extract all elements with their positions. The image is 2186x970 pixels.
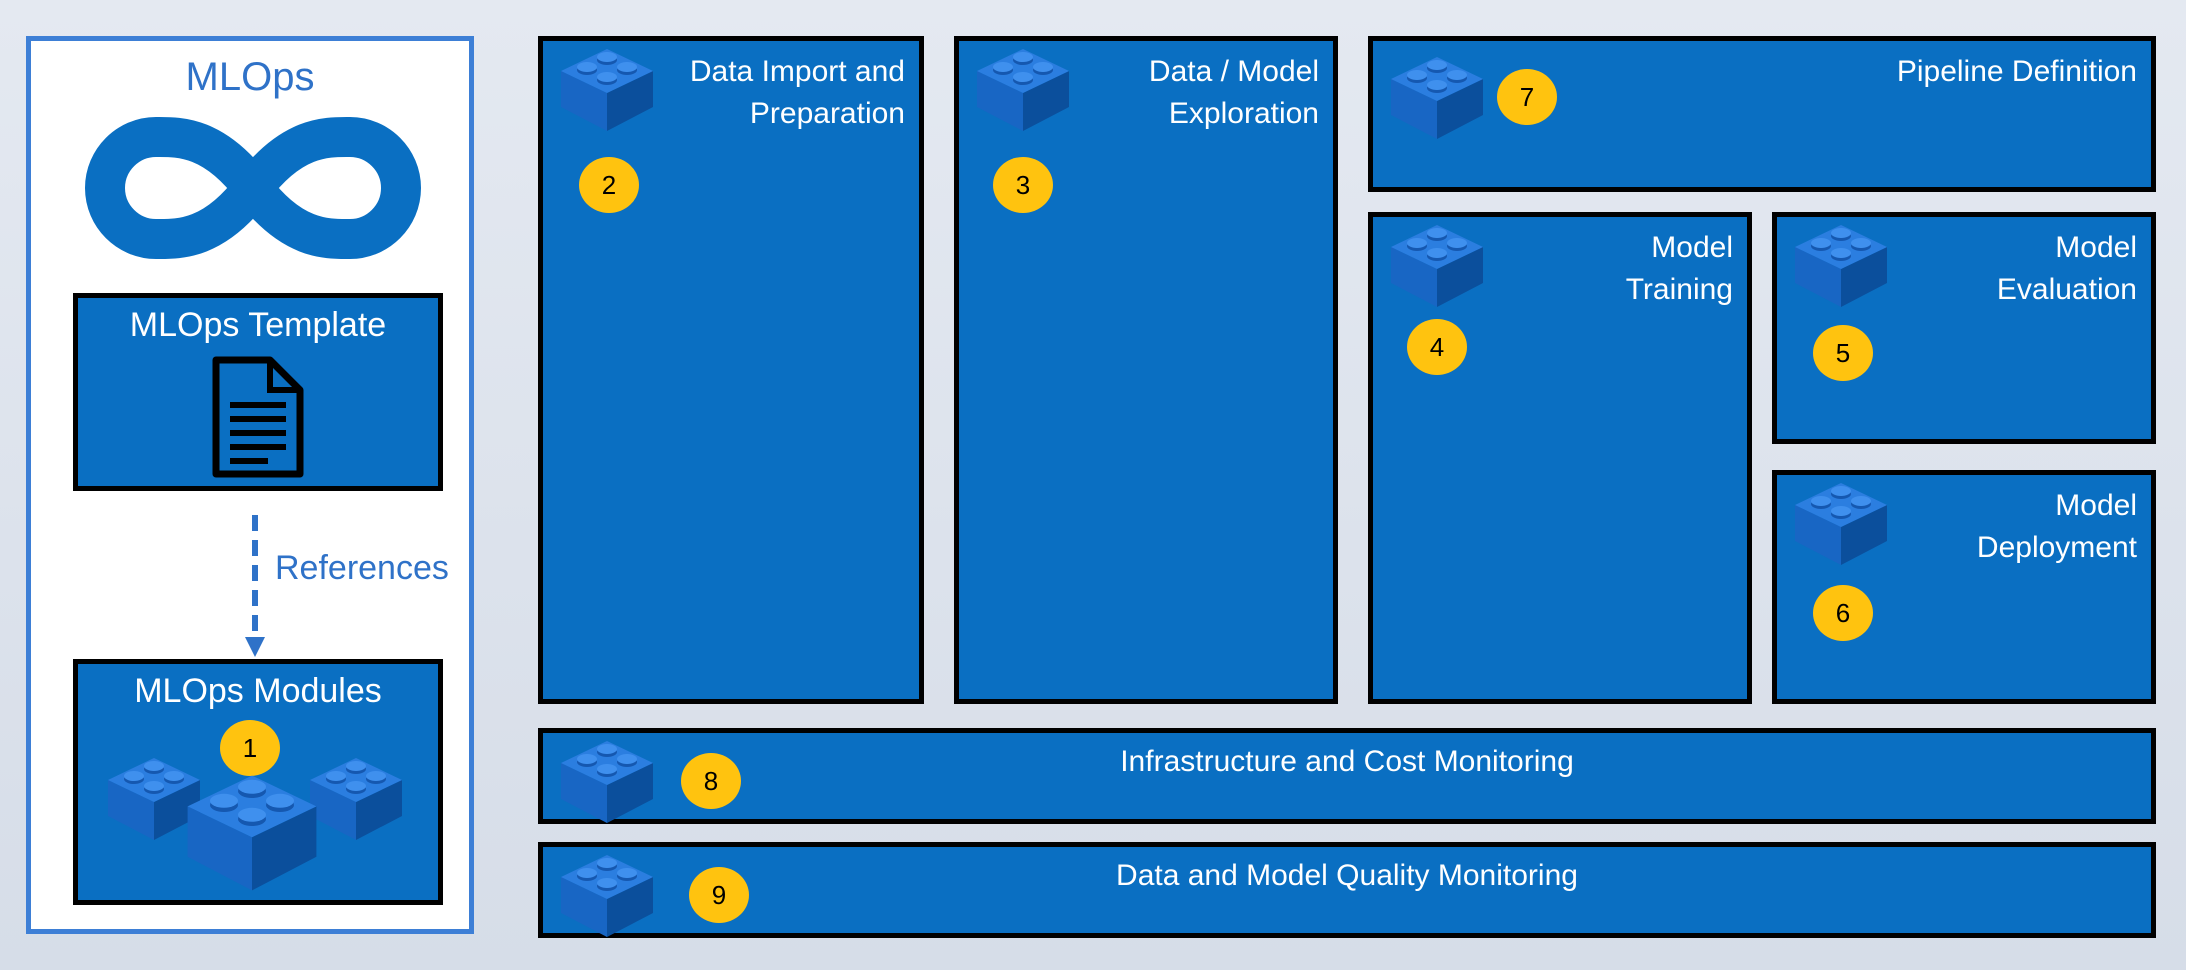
tile-model-deployment: Model Deployment 6	[1772, 470, 2156, 704]
badge-3: 3	[993, 157, 1053, 213]
lego-brick-icon	[973, 45, 1073, 135]
badge-8: 8	[681, 753, 741, 809]
badge-2: 2	[579, 157, 639, 213]
references-label: References	[275, 549, 449, 587]
tile-label: Data and Model Quality Monitoring	[1116, 859, 1578, 892]
mlops-panel: MLOps MLOps Template References MLOps Mo…	[26, 36, 474, 934]
lego-brick-icon	[182, 770, 322, 896]
tile-data-model-quality-monitoring: Data and Model Quality Monitoring 9	[538, 842, 2156, 938]
lego-brick-icon	[557, 45, 657, 135]
references-arrow	[245, 515, 265, 657]
tile-label: Pipeline Definition	[1896, 55, 2137, 88]
tile-label: Model Deployment	[1976, 489, 2137, 564]
badge-1: 1	[220, 720, 280, 776]
badge-7: 7	[1497, 69, 1557, 125]
mlops-template-box: MLOps Template	[73, 293, 443, 491]
tile-data-import: Data Import and Preparation 2	[538, 36, 924, 704]
badge-5: 5	[1813, 325, 1873, 381]
lego-brick-icon	[1791, 479, 1891, 569]
lego-brick-icon	[1791, 221, 1891, 311]
tile-label: Data Import and Preparation	[689, 55, 905, 130]
mlops-title: MLOps	[185, 55, 315, 99]
mlops-modules-label: MLOps Modules	[134, 672, 382, 710]
badge-6: 6	[1813, 585, 1873, 641]
document-icon	[212, 356, 304, 478]
mlops-template-label: MLOps Template	[129, 306, 387, 344]
tile-data-model-exploration: Data / Model Exploration 3	[954, 36, 1338, 704]
tile-infrastructure-cost-monitoring: Infrastructure and Cost Monitoring 8	[538, 728, 2156, 824]
tile-label: Data / Model Exploration	[1148, 55, 1319, 130]
tile-pipeline-definition: Pipeline Definition 7	[1368, 36, 2156, 192]
tile-model-evaluation: Model Evaluation 5	[1772, 212, 2156, 444]
badge-4: 4	[1407, 319, 1467, 375]
lego-brick-icon	[1387, 221, 1487, 311]
lego-brick-icon	[1387, 53, 1487, 143]
tile-label: Infrastructure and Cost Monitoring	[1120, 745, 1574, 778]
badge-9: 9	[689, 867, 749, 923]
tile-model-training: Model Training 4	[1368, 212, 1752, 704]
infinity-icon	[85, 116, 421, 260]
tile-label: Model Training	[1625, 231, 1733, 306]
tile-label: Model Evaluation	[1996, 231, 2137, 306]
mlops-modules-box: MLOps Modules 1	[73, 659, 443, 905]
